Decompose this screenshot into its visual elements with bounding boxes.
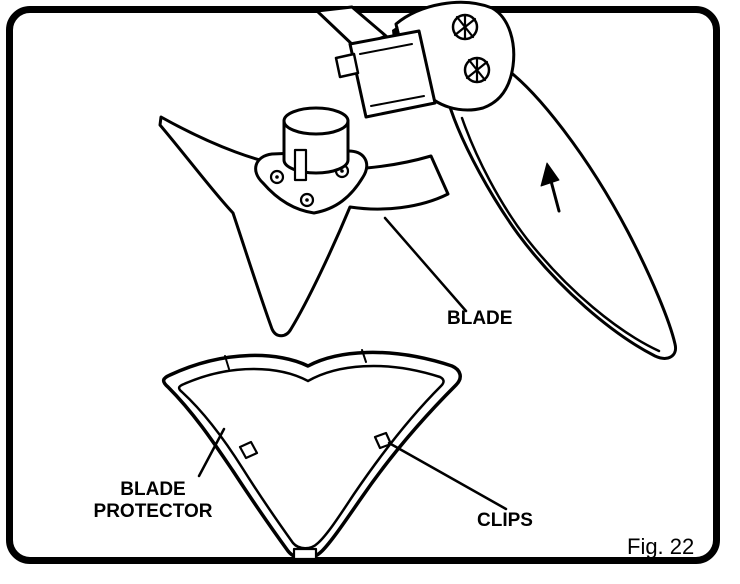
blade-label: BLADE	[447, 308, 513, 329]
blade-protector-illustration	[161, 349, 462, 561]
blade-illustration	[443, 61, 678, 360]
clips-label: CLIPS	[477, 510, 533, 531]
clamp-bolt	[334, 52, 360, 79]
blade-leader-line	[383, 216, 468, 313]
clip-tab	[238, 440, 259, 460]
bottom-tab	[292, 547, 318, 561]
clamp-bracket	[348, 29, 437, 119]
spindle-cylinder	[282, 106, 350, 182]
direction-arrow-icon	[540, 162, 561, 213]
torx-screw-icon	[463, 56, 491, 84]
figure-border-frame	[6, 6, 720, 564]
head-assembly-illustration	[315, 0, 516, 119]
clip-tab	[361, 349, 367, 363]
blade-protector-leader-line	[197, 427, 226, 478]
blade-protector-label: BLADE PROTECTOR	[93, 479, 213, 522]
torx-screw-icon	[451, 13, 479, 41]
figure-caption: Fig. 22	[627, 534, 695, 559]
clips-leader-line	[387, 441, 508, 511]
clip-tab	[224, 355, 230, 370]
